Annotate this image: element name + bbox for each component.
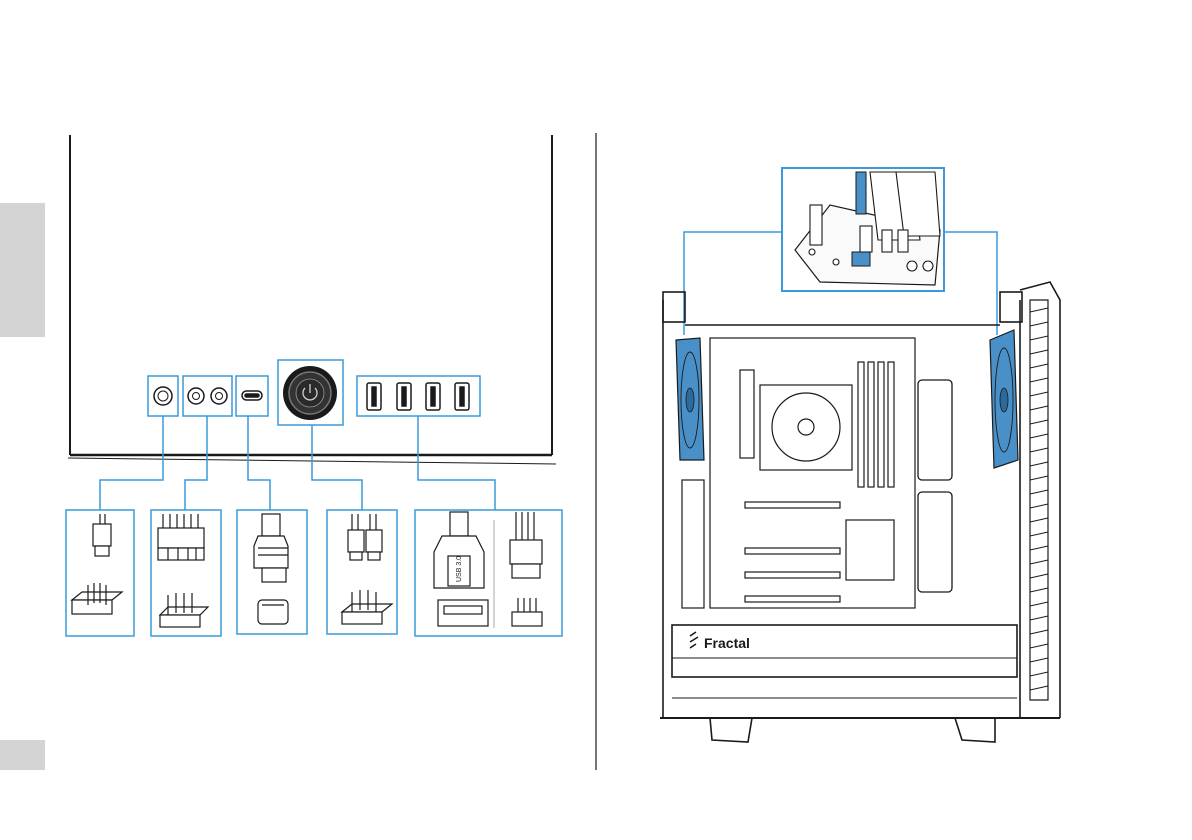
connector-usb2-icon: [510, 512, 542, 626]
drive-cages: [918, 380, 952, 592]
usb-a-icon: [367, 383, 469, 410]
fan-left-icon: [676, 338, 704, 460]
usb-c-icon: [242, 391, 262, 400]
connector-hd-audio-icon: [158, 514, 208, 627]
power-button-icon: [283, 366, 337, 420]
front-vent-slats: [1030, 308, 1048, 690]
fan-header-detail-inset: [782, 168, 944, 291]
case-brand-label: Fractal: [704, 635, 750, 651]
power-led-switch-header-icon: [154, 387, 172, 405]
usb3-label: USB 3.0: [456, 556, 463, 582]
connector-usb-c-icon: [254, 514, 288, 624]
audio-jack-icon: [188, 388, 227, 404]
connector-front-panel-icon: [342, 514, 392, 624]
motherboard: [682, 338, 915, 608]
connector-power-switch-icon: [72, 514, 122, 614]
fan-right-icon: [990, 330, 1018, 468]
